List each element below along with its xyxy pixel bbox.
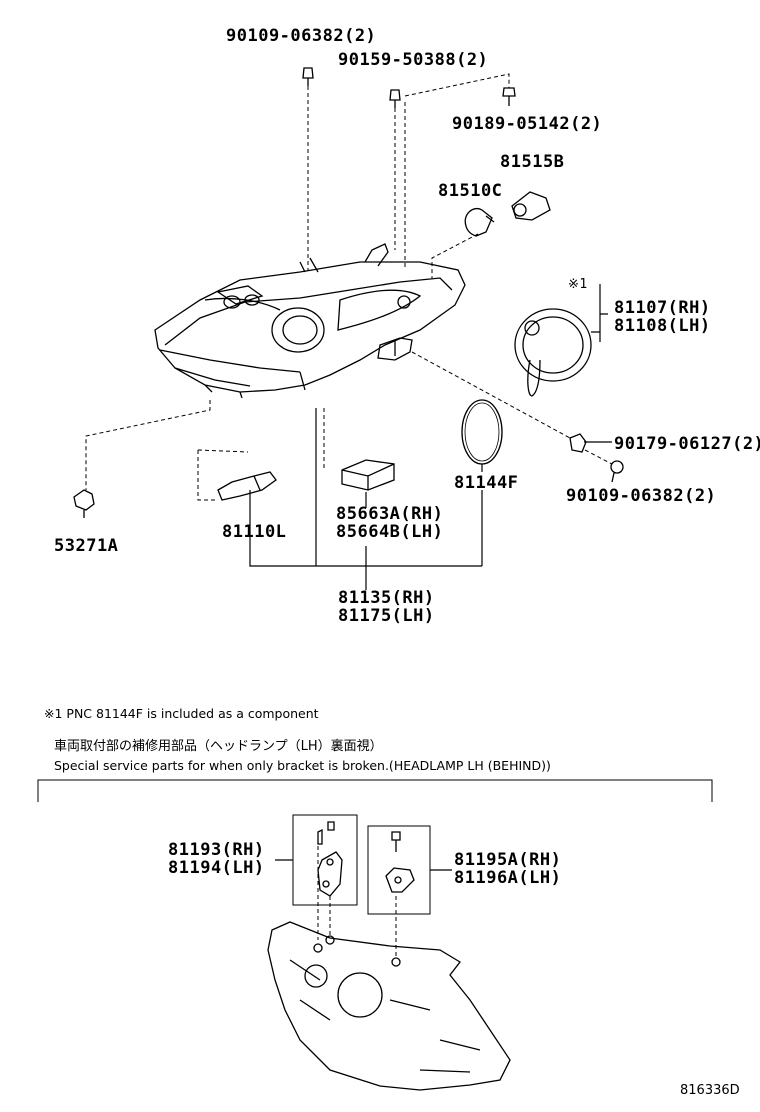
label-81107-rh: 81107(RH) <box>614 298 711 318</box>
section-bracket-line <box>37 779 713 802</box>
headlamp-assembly <box>154 243 466 399</box>
label-note-mark-1: ※1 <box>568 277 588 292</box>
label-81135-rh: 81135(RH) <box>338 588 435 608</box>
bulb-81510c <box>464 208 495 237</box>
label-53271a: 53271A <box>54 536 119 556</box>
kit-box-81193 <box>292 814 358 906</box>
label-90159-50388: 90159-50388(2) <box>338 50 489 70</box>
label-85663a-rh: 85663A(RH) <box>336 504 444 524</box>
label-81194-lh: 81194(LH) <box>168 858 265 878</box>
bolt-90109-right <box>610 460 624 483</box>
label-90109-06382-right: 90109-06382(2) <box>566 486 717 506</box>
label-81175-lh: 81175(LH) <box>338 606 435 626</box>
dashed-leaders <box>85 73 613 501</box>
illustration-code: 816336D <box>680 1083 740 1098</box>
screw-90189 <box>502 87 516 106</box>
label-81108-lh: 81108(LH) <box>614 316 711 336</box>
label-81144f: 81144F <box>454 473 519 493</box>
service-note-jp: 車両取付部の補修用部品（ヘッドランプ（LH）裏面視） <box>54 739 383 754</box>
ballast-85663a <box>341 459 395 491</box>
label-81193-rh: 81193(RH) <box>168 840 265 860</box>
socket-81515b <box>511 191 551 221</box>
service-note-en: Special service parts for when only brac… <box>54 758 551 773</box>
label-90109-06382-top: 90109-06382(2) <box>226 26 377 46</box>
bolt-90159 <box>389 89 401 108</box>
bulb-81110l <box>217 471 277 501</box>
o-ring-81144f <box>461 399 503 465</box>
solid-leaders <box>249 284 612 590</box>
label-85664b-lh: 85664B(LH) <box>336 522 444 542</box>
clip-90179 <box>569 433 587 453</box>
bolt-90109-top <box>302 67 314 86</box>
bracket-53271a <box>73 489 95 518</box>
label-90189-05142: 90189-05142(2) <box>452 114 603 134</box>
label-81110l: 81110L <box>222 522 287 542</box>
bracket-81195a-part <box>385 831 415 893</box>
cap-81107 <box>514 308 592 397</box>
label-81515b: 81515B <box>500 152 565 172</box>
label-81196a-lh: 81196A(LH) <box>454 868 562 888</box>
headlamp-rear-view <box>267 921 511 1091</box>
label-81195a-rh: 81195A(RH) <box>454 850 562 870</box>
kit-box-81195a <box>367 825 431 915</box>
bracket-81193-part <box>317 821 343 897</box>
label-90179-06127: 90179-06127(2) <box>614 434 760 454</box>
label-81510c: 81510C <box>438 181 503 201</box>
component-note: ※1 PNC 81144F is included as a component <box>44 706 319 721</box>
